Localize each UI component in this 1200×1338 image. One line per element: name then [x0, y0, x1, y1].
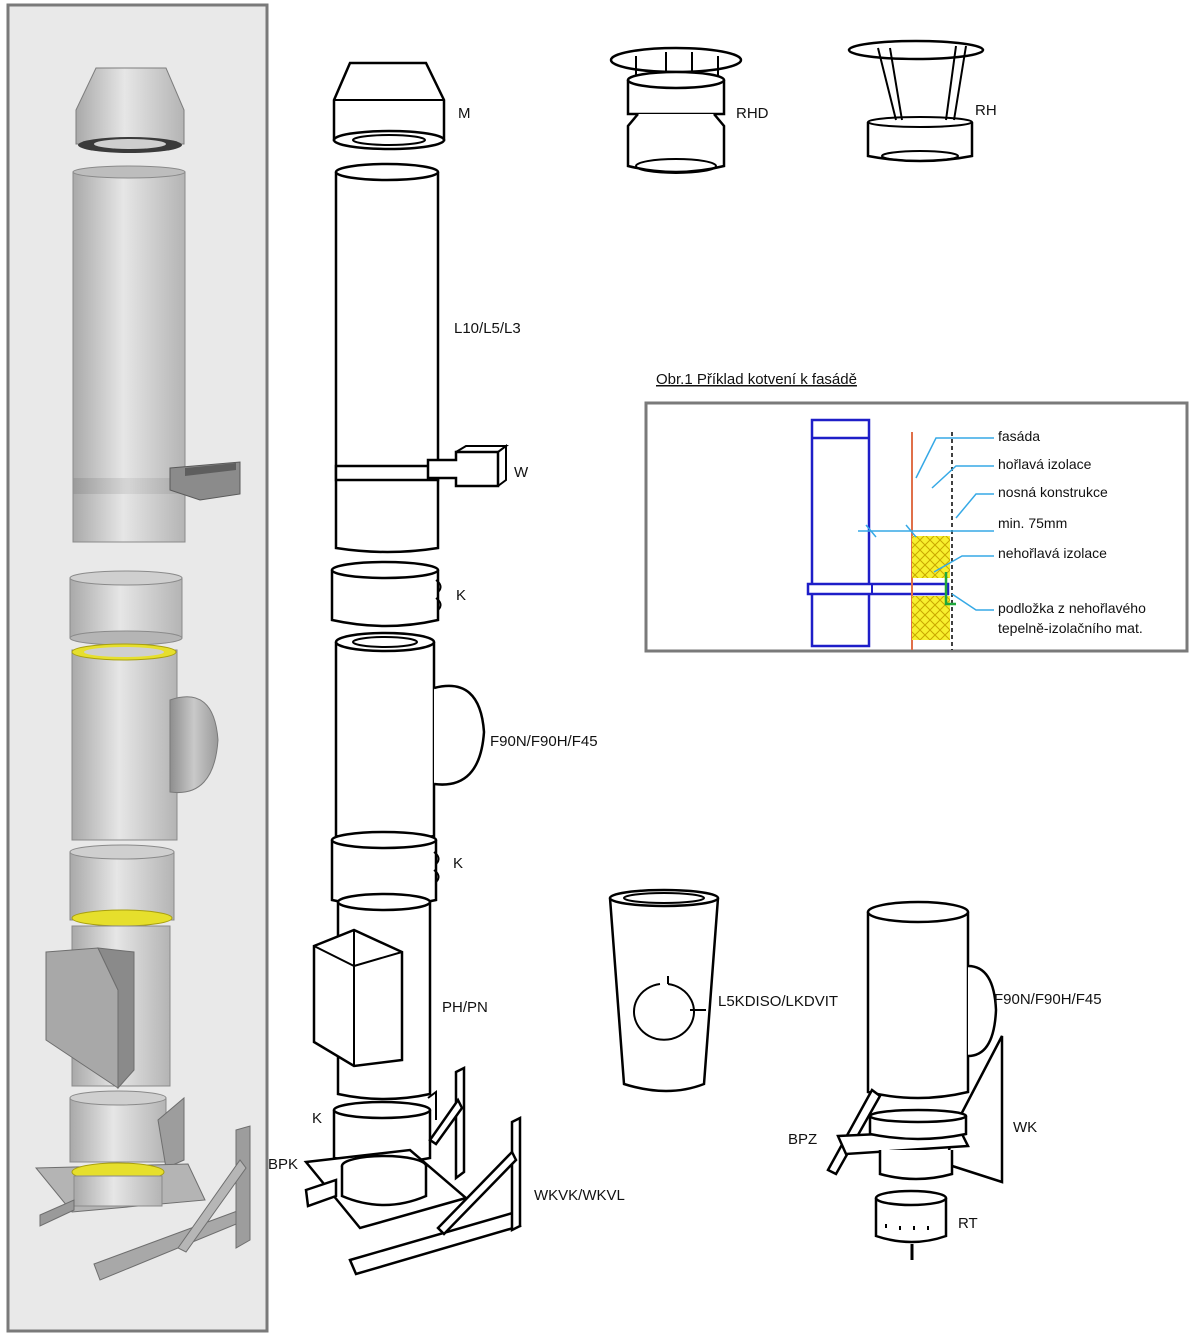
- label-bpk: BPK: [268, 1156, 298, 1173]
- render-clamp-ring-2: [69, 844, 175, 927]
- detail-label-fasada: fasáda: [998, 428, 1040, 444]
- part-clamp-1: [330, 560, 442, 628]
- render-clamp-ring-3: [69, 1090, 185, 1169]
- label-ph-pn: PH/PN: [442, 999, 488, 1016]
- facade-anchor-detail: Obr.1 Příklad kotvení k fasádě fasáda: [644, 371, 1189, 653]
- label-f90-2: F90N/F90H/F45: [994, 991, 1102, 1008]
- part-long-pipe: [334, 162, 509, 554]
- part-l5kdiso: [608, 888, 720, 1093]
- detail-label-nehorlava: nehořlavá izolace: [998, 545, 1107, 561]
- detail-leaders: [915, 437, 994, 611]
- detail-insulation-lower: [912, 596, 950, 640]
- render-tee: [71, 643, 219, 841]
- render-base: [34, 1125, 251, 1281]
- label-l5kdiso: L5KDISO/LKDVIT: [718, 993, 838, 1010]
- render-cap: [75, 67, 185, 153]
- label-wkvk: WKVK/WKVL: [534, 1187, 625, 1204]
- render-clamp-ring-1: [69, 570, 183, 646]
- label-k-1: K: [456, 587, 466, 604]
- detail-label-horlava: hořlavá izolace: [998, 456, 1092, 472]
- render-panel: [6, 3, 269, 1333]
- label-k-3: K: [312, 1110, 322, 1127]
- label-m: M: [458, 105, 471, 122]
- detail-label-podlozka-1: podložka z nehořlavého: [998, 600, 1146, 616]
- part-tee: [334, 631, 486, 843]
- detail-bracket: [944, 572, 956, 606]
- detail-label-podlozka-2: tepelně-izolačního mat.: [998, 620, 1143, 636]
- label-rh: RH: [975, 102, 997, 119]
- exploded-view: M L10/L5/L3 W K F90N/F90H/F45: [268, 61, 625, 1276]
- part-m-cap: [332, 61, 446, 151]
- label-bpz: BPZ: [788, 1131, 817, 1148]
- part-base-console: [303, 1065, 522, 1276]
- detail-caption: Obr.1 Příklad kotvení k fasádě: [656, 371, 857, 388]
- label-l10: L10/L5/L3: [454, 320, 521, 337]
- part-clamp-2: [330, 830, 440, 908]
- label-wk: WK: [1013, 1119, 1037, 1136]
- part-rt: [874, 1189, 948, 1260]
- label-rhd: RHD: [736, 105, 769, 122]
- label-k-2: K: [453, 855, 463, 872]
- detail-label-nosna: nosná konstrukce: [998, 484, 1108, 500]
- part-cleanout: [312, 892, 432, 1101]
- render-cleanout-section: [45, 925, 171, 1090]
- part-wk-bpz: [826, 1035, 1004, 1184]
- detail-insulation-upper: [912, 536, 950, 578]
- render-long-pipe: [72, 165, 241, 543]
- part-rh: [847, 39, 985, 163]
- label-w: W: [514, 464, 529, 481]
- label-rt: RT: [958, 1215, 978, 1232]
- part-tee-side: [866, 900, 998, 1100]
- part-rhd: [609, 46, 743, 174]
- label-f90-1: F90N/F90H/F45: [490, 733, 598, 750]
- detail-label-min: min. 75mm: [998, 515, 1067, 531]
- detail-pipe: [806, 418, 950, 648]
